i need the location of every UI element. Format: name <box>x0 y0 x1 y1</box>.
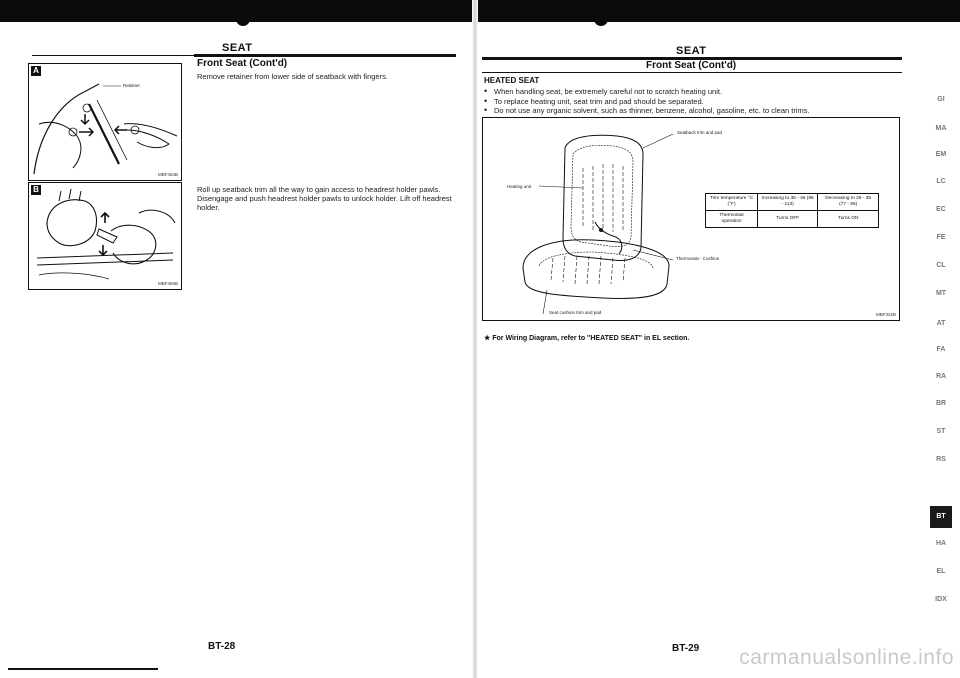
thermostat-spec-table: Trim temperature °C (°F) Increasing to 3… <box>704 193 879 228</box>
section-tab[interactable]: BR <box>935 400 947 407</box>
top-scan-bar <box>0 0 960 22</box>
left-page-number: BT-28 <box>208 641 236 652</box>
section-tab[interactable]: MA <box>935 125 947 132</box>
section-tab[interactable]: RS <box>936 456 946 463</box>
section-tab[interactable]: GI <box>937 96 945 103</box>
left-subsection-title: Front Seat (Cont'd) <box>197 58 288 69</box>
bullet-item: To replace heating unit, seat trim and p… <box>484 97 904 107</box>
section-tab-active[interactable]: BT <box>930 506 952 528</box>
table-cell: Thermostat operation <box>704 210 759 228</box>
left-footer-rule <box>8 668 158 670</box>
section-tab[interactable]: CL <box>936 262 946 269</box>
watermark-text: carmanualsonline.info <box>739 646 954 669</box>
section-tab[interactable]: FA <box>936 346 946 353</box>
left-section-title: SEAT <box>222 42 253 54</box>
figure-a-code: MBF454B <box>157 172 178 177</box>
figure-b: B MBF465B <box>28 182 182 290</box>
retainer-callout: Retainer <box>123 83 141 88</box>
headrest-holder-illustration <box>36 188 176 280</box>
section-tab-strip: GI MA EM LC EC FE CL MT AT FA RA BR ST R… <box>920 92 960 612</box>
figure-a: A Retainer MBF454B <box>28 63 182 181</box>
bullet-item: When handling seat, be extremely careful… <box>484 87 904 97</box>
page-gutter <box>472 0 478 678</box>
heated-seat-title: HEATED SEAT <box>484 76 540 85</box>
retainer-removal-illustration <box>33 83 178 175</box>
left-header-rule-bold <box>194 54 456 57</box>
section-tab[interactable]: EL <box>936 568 946 575</box>
thermostat-callout: Thermostat - Cushion <box>676 256 720 261</box>
figure-b-code: MBF465B <box>157 281 178 286</box>
bullet-item: Do not use any organic solvent, such as … <box>484 106 904 116</box>
section-tab[interactable]: EC <box>936 206 946 213</box>
table-cell: Turns OFF <box>757 210 819 228</box>
section-tab[interactable]: MT <box>935 290 947 297</box>
section-tab[interactable]: EM <box>935 151 947 158</box>
step-b-text: Roll up seatback trim all the way to gai… <box>197 185 452 212</box>
table-row: Trim temperature °C (°F) Increasing to 3… <box>704 193 879 211</box>
section-tab[interactable]: RA <box>935 373 947 380</box>
table-cell: Turns ON <box>817 210 879 228</box>
figure-a-letter: A <box>31 66 41 76</box>
section-tab[interactable]: AT <box>936 320 946 327</box>
right-section-title: SEAT <box>676 45 707 57</box>
section-tab[interactable]: ST <box>936 428 946 435</box>
right-header-rule <box>482 57 902 60</box>
seatback-callout: Seatback trim and pad <box>677 130 723 135</box>
binding-notch <box>594 14 608 26</box>
section-tab[interactable]: LC <box>936 178 946 185</box>
section-tab[interactable]: IDX <box>935 596 947 603</box>
table-cell: Increasing to 35 - 45 (95 - 113) <box>757 193 819 211</box>
left-header-rule <box>32 55 194 56</box>
figure-b-letter: B <box>31 185 41 195</box>
section-tab[interactable]: FE <box>936 234 946 241</box>
heated-seat-diagram: Seatback trim and pad Heating unit Therm… <box>482 117 900 321</box>
step-a-text: Remove retainer from lower side of seatb… <box>197 72 388 81</box>
right-page-number: BT-29 <box>672 643 700 654</box>
diagram-code: MBF332B <box>875 312 896 317</box>
heated-seat-bullets: When handling seat, be extremely careful… <box>484 87 904 116</box>
wiring-diagram-note: ★ For Wiring Diagram, refer to "HEATED S… <box>484 335 690 342</box>
table-cell: Trim temperature °C (°F) <box>704 193 759 211</box>
section-tab[interactable]: HA <box>935 540 947 547</box>
right-subsection-title: Front Seat (Cont'd) <box>646 60 737 71</box>
table-cell: Decreasing to 25 - 35 (77 - 95) <box>817 193 879 211</box>
cushion-callout: Seat cushion trim and pad <box>549 310 602 315</box>
table-row: Thermostat operation Turns OFF Turns ON <box>704 210 879 228</box>
heating-unit-callout: Heating unit <box>507 184 532 189</box>
right-subheader-rule <box>482 72 902 73</box>
seat-illustration <box>522 133 674 315</box>
binding-notch <box>236 14 250 26</box>
